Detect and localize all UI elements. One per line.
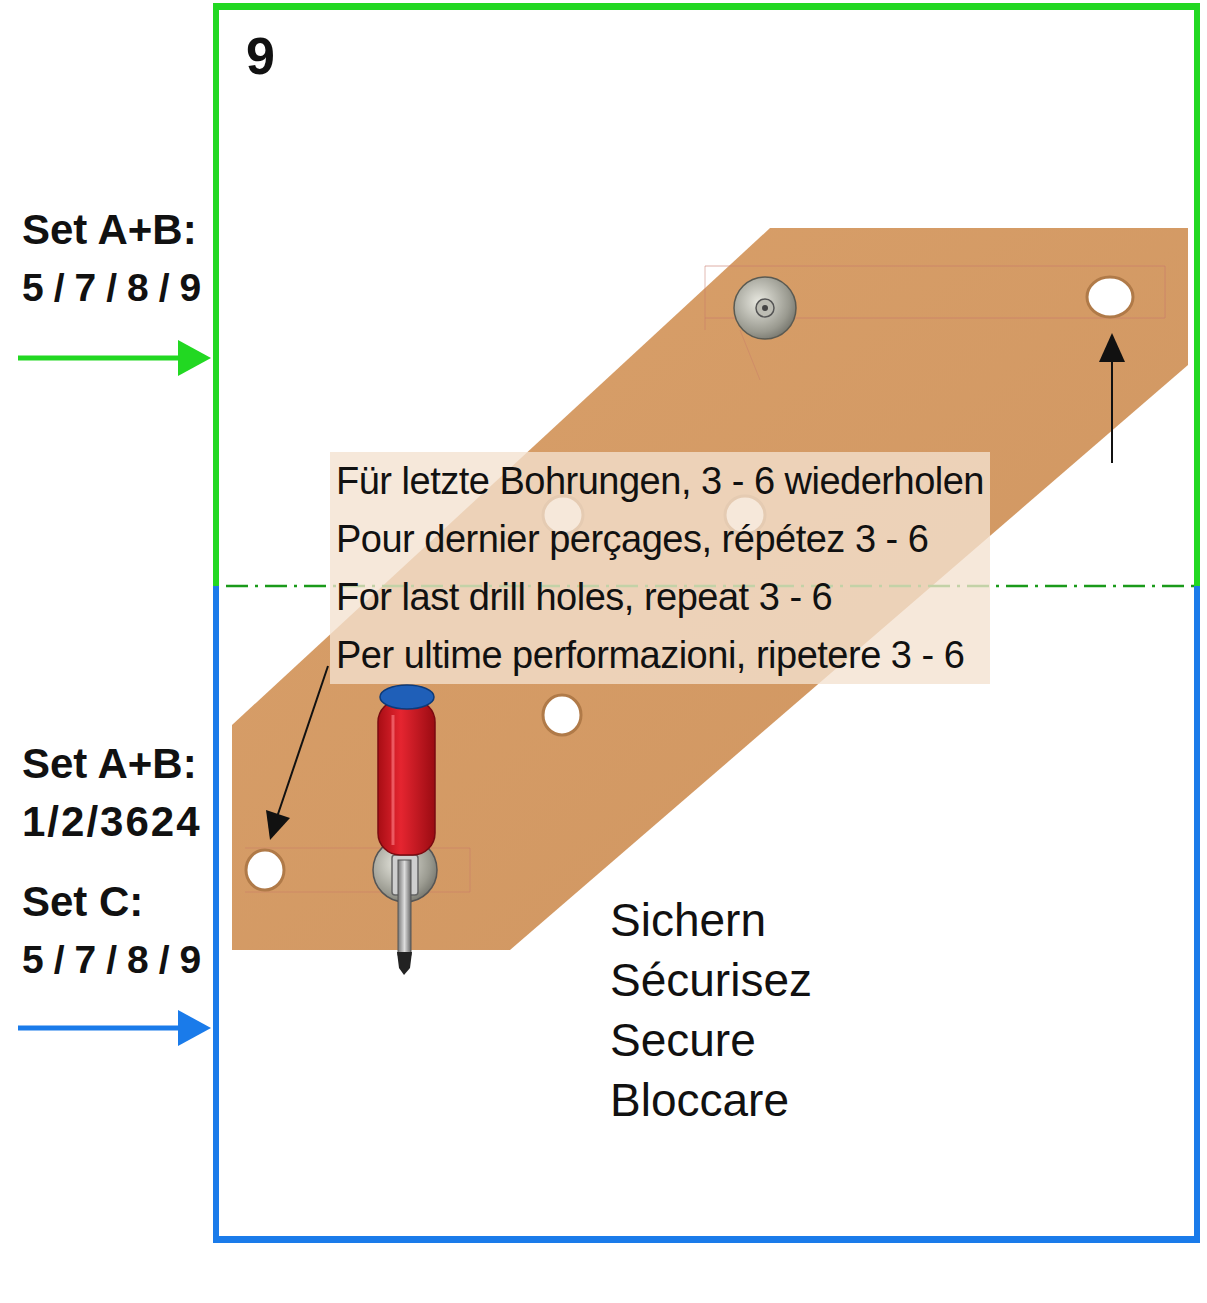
node-text: Pour dernier perçages, répétez 3 - 6 [336, 510, 984, 568]
set-label: Set C: [22, 876, 143, 928]
set-steps: 5/7/8/9 [22, 934, 211, 986]
secure-frame: SichernSécurisezSecureBloccare [213, 586, 1200, 1243]
set-arrow [178, 340, 211, 376]
set-label: Set A+B: [22, 204, 197, 256]
drill-hole [1087, 277, 1133, 317]
arrow [1111, 355, 1113, 463]
set-steps: 5/7/8/9 [22, 262, 211, 314]
drill-hole [246, 850, 284, 890]
set-steps: 1/2/3624 [22, 796, 202, 848]
node-text: For last drill holes, repeat 3 - 6 [336, 568, 984, 626]
node-text: Per ultime performazioni, ripetere 3 - 6 [336, 626, 984, 684]
screwdriver-tip [397, 952, 412, 975]
arrow [1099, 333, 1125, 362]
screwdriver-handle [378, 700, 435, 855]
wood-board [232, 228, 1188, 950]
screwdriver-cap [380, 685, 434, 709]
leader-line [266, 810, 290, 840]
node-text: Bloccare [610, 1070, 812, 1130]
node-text: Secure [610, 1010, 812, 1070]
pencil-line [705, 266, 706, 330]
node-text: Sichern [610, 890, 812, 950]
set-arrow [178, 1010, 211, 1046]
note-box: Für letzte Bohrungen, 3 - 6 wiederholenP… [330, 452, 990, 684]
drill-hole [543, 695, 581, 735]
leader-line [276, 666, 328, 820]
node-text: 9 [246, 26, 275, 86]
metal-insert [734, 277, 796, 339]
screwdriver-handle [392, 715, 395, 845]
set-label: Set A+B: [22, 738, 197, 790]
node-text: Für letzte Bohrungen, 3 - 6 wiederholen [336, 452, 984, 510]
screwdriver-shaft [398, 860, 411, 955]
metal-insert [762, 305, 768, 311]
node-text: Sécurisez [610, 950, 812, 1010]
metal-insert [756, 299, 774, 317]
set-arrow [18, 1026, 185, 1031]
set-arrow [18, 356, 185, 361]
